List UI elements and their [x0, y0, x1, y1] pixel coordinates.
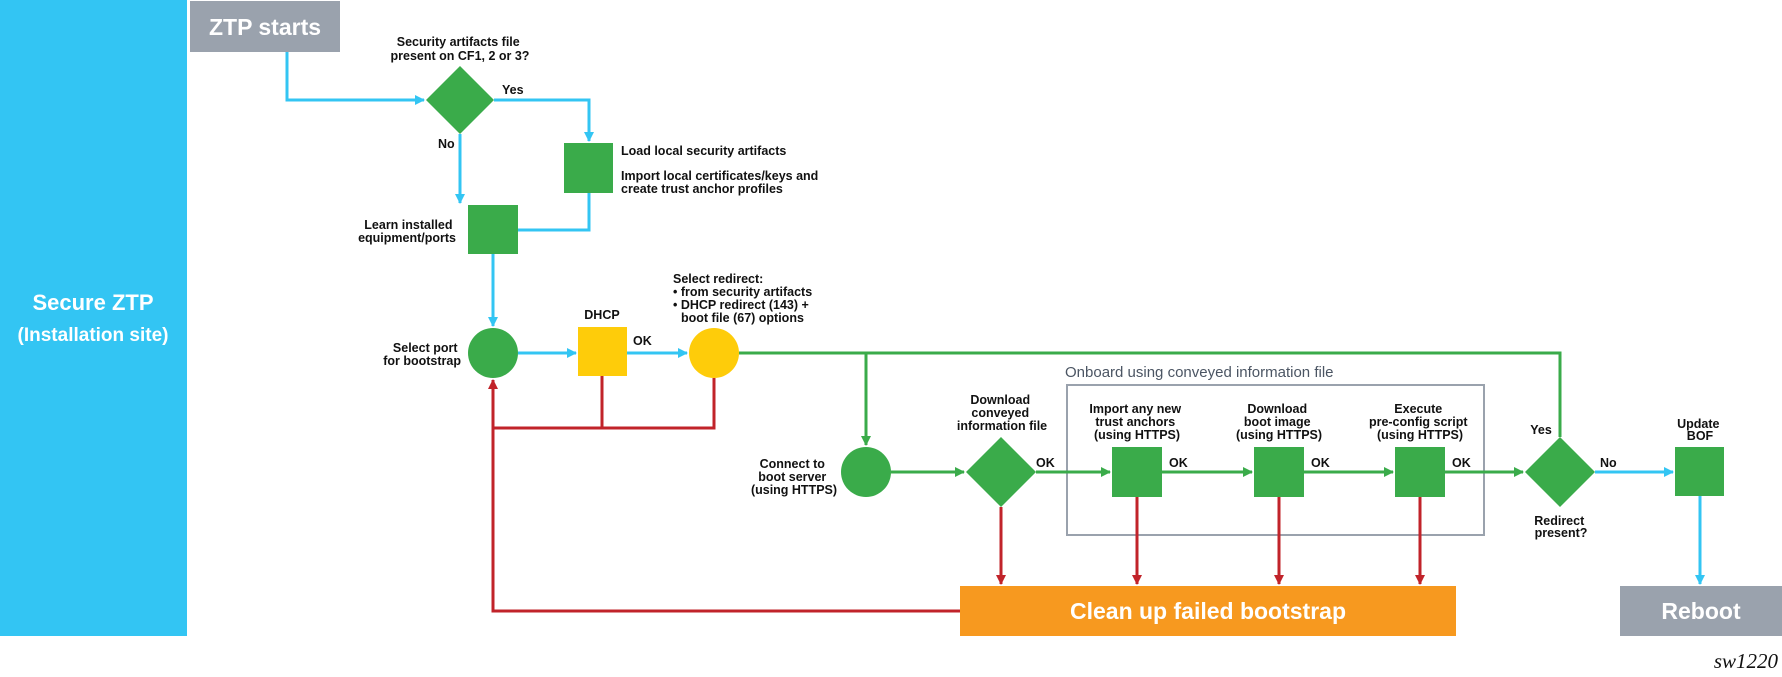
redirect-check-label: Redirect present?	[1534, 514, 1588, 540]
onboard-group-label: Onboard using conveyed information file	[1065, 364, 1334, 381]
edge-start-to-check	[285, 52, 425, 105]
edge-redirect-to-connect	[739, 351, 1562, 437]
update-bof-label: Update BOF	[1677, 417, 1723, 443]
edge-dhcp-fail	[493, 376, 604, 430]
redirect-check-diamond	[1525, 437, 1595, 507]
import-anchors-label: Import any new trust anchors (using HTTP…	[1089, 402, 1184, 442]
edge-check-yes	[494, 98, 594, 142]
update-bof-box	[1675, 447, 1724, 496]
load-local-label: Load local security artifacts	[621, 144, 786, 158]
reboot-terminal	[1620, 586, 1782, 636]
sidebar-title: Secure ZTP	[32, 290, 153, 315]
redirect-no-label: No	[1600, 456, 1617, 470]
sidebar-subtitle: (Installation site)	[18, 325, 169, 346]
import-anchors-box	[1112, 447, 1162, 497]
reboot-label: Reboot	[1661, 598, 1741, 624]
sidebar-panel	[0, 0, 187, 636]
cleanup-box	[960, 586, 1456, 636]
execute-script-ok: OK	[1452, 456, 1471, 470]
learn-box	[468, 205, 518, 254]
download-image-ok: OK	[1311, 456, 1330, 470]
connect-label: Connect to boot server (using HTTPS)	[751, 457, 837, 497]
import-anchors-ok: OK	[1169, 456, 1188, 470]
onboard-group-box	[1066, 384, 1485, 536]
cleanup-label: Clean up failed bootstrap	[1070, 598, 1346, 624]
download-info-diamond	[966, 437, 1036, 507]
execute-script-label: Execute pre-config script (using HTTPS)	[1369, 402, 1471, 442]
connect-circle	[841, 447, 891, 497]
dhcp-label: DHCP	[584, 308, 619, 322]
download-info-ok: OK	[1036, 456, 1055, 470]
execute-script-box	[1395, 447, 1445, 497]
load-local-box	[564, 143, 613, 193]
security-check-label: Security artifacts file present on CF1, …	[391, 35, 530, 63]
download-image-label: Download boot image (using HTTPS)	[1236, 402, 1322, 442]
load-local-detail: Import local certificates/keys and creat…	[621, 169, 822, 196]
redirect-yes-label: Yes	[1530, 423, 1552, 437]
security-yes-label: Yes	[502, 83, 524, 97]
learn-label: Learn installed equipment/ports	[358, 218, 456, 245]
select-redirect-circle	[689, 328, 739, 378]
download-image-box	[1254, 447, 1304, 497]
start-label: ZTP starts	[209, 14, 321, 40]
start-terminal	[190, 1, 340, 52]
download-info-label: Download conveyed information file	[957, 393, 1047, 433]
dhcp-ok-label: OK	[633, 334, 652, 348]
security-no-label: No	[438, 137, 455, 151]
edge-cleanup-to-port	[488, 379, 960, 613]
figure-id: sw1220	[1714, 649, 1779, 673]
select-port-circle	[468, 328, 518, 378]
edge-load-to-learn	[485, 193, 591, 235]
select-redirect-label: Select redirect: • from security artifac…	[673, 272, 816, 325]
dhcp-box	[578, 327, 627, 376]
security-check-diamond	[426, 66, 494, 134]
select-port-label: Select port for bootstrap	[383, 341, 461, 368]
edge-redirect-fail	[602, 378, 716, 430]
